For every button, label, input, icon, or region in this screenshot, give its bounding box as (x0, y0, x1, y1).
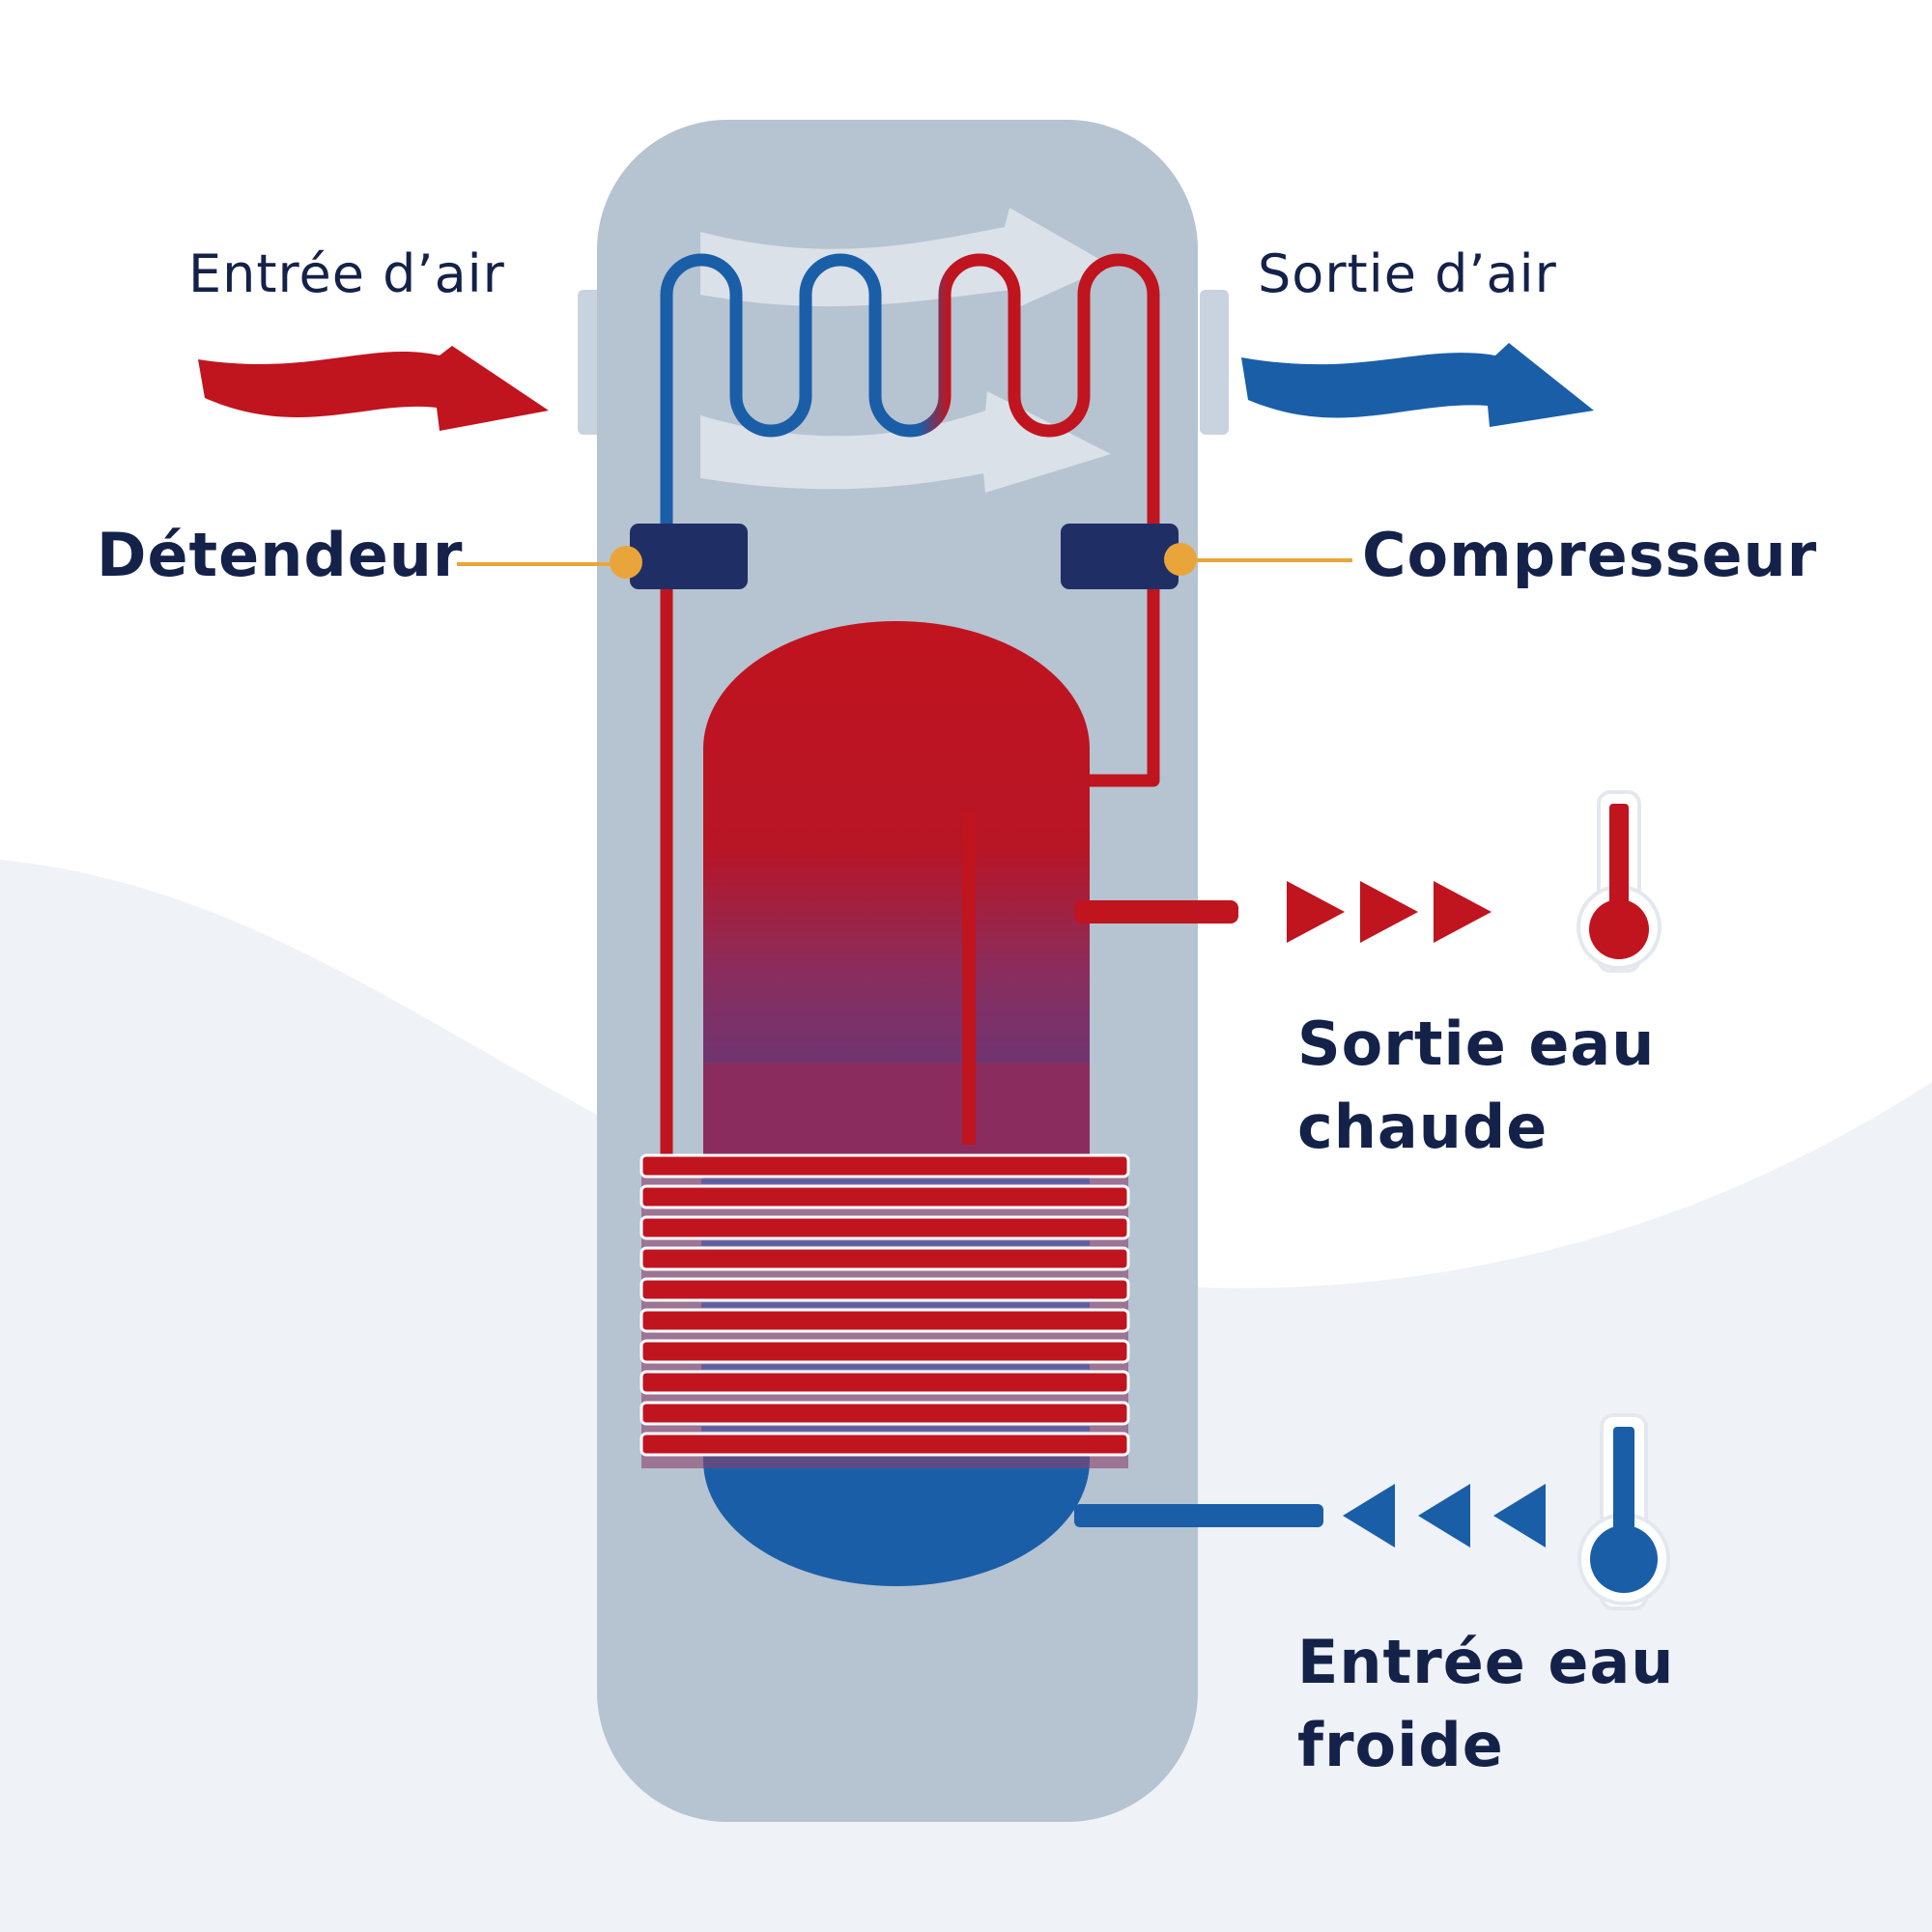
flow-arrow-cold-3 (1493, 1484, 1546, 1548)
refrigerant-circuit (660, 560, 1160, 1171)
label-air-out: Sortie d’air (1258, 243, 1557, 304)
coil-turns (639, 1153, 1130, 1457)
flow-arrow-hot-1 (1287, 881, 1345, 943)
cold-water-zone (703, 1454, 1090, 1586)
compressor (1061, 524, 1352, 589)
label-cold-water-in: Entrée eau froide (1297, 1621, 1674, 1787)
hot-water-outlet (1074, 881, 1492, 943)
flow-arrow-cold-1 (1343, 1484, 1395, 1548)
evaporator-coil (660, 253, 1160, 541)
label-cold-water-line2: froide (1297, 1710, 1504, 1780)
pointer-dot-detendeur (610, 546, 642, 579)
flow-arrow-hot-2 (1360, 881, 1418, 943)
flow-arrow-hot-3 (1434, 881, 1492, 943)
label-hot-water-line1: Sortie eau (1297, 1009, 1656, 1079)
label-cold-water-line1: Entrée eau (1297, 1627, 1675, 1697)
cold-water-inlet (1074, 1484, 1546, 1548)
label-air-in: Entrée d’air (188, 243, 505, 304)
thermometer-hot-icon (1577, 790, 1662, 973)
air-out-arrow (1241, 343, 1594, 427)
pointer-dot-compresseur (1164, 543, 1197, 576)
label-compressor: Compresseur (1362, 520, 1818, 590)
label-hot-water-out: Sortie eau chaude (1297, 1003, 1655, 1169)
flow-arrow-cold-2 (1418, 1484, 1470, 1548)
label-expansion-valve: Détendeur (97, 520, 464, 590)
expansion-valve (457, 524, 748, 589)
label-hot-water-line2: chaude (1297, 1092, 1548, 1162)
air-in-arrow (198, 346, 549, 431)
condenser-coil (639, 1153, 1130, 1468)
thermometer-cold-icon (1577, 1413, 1670, 1610)
